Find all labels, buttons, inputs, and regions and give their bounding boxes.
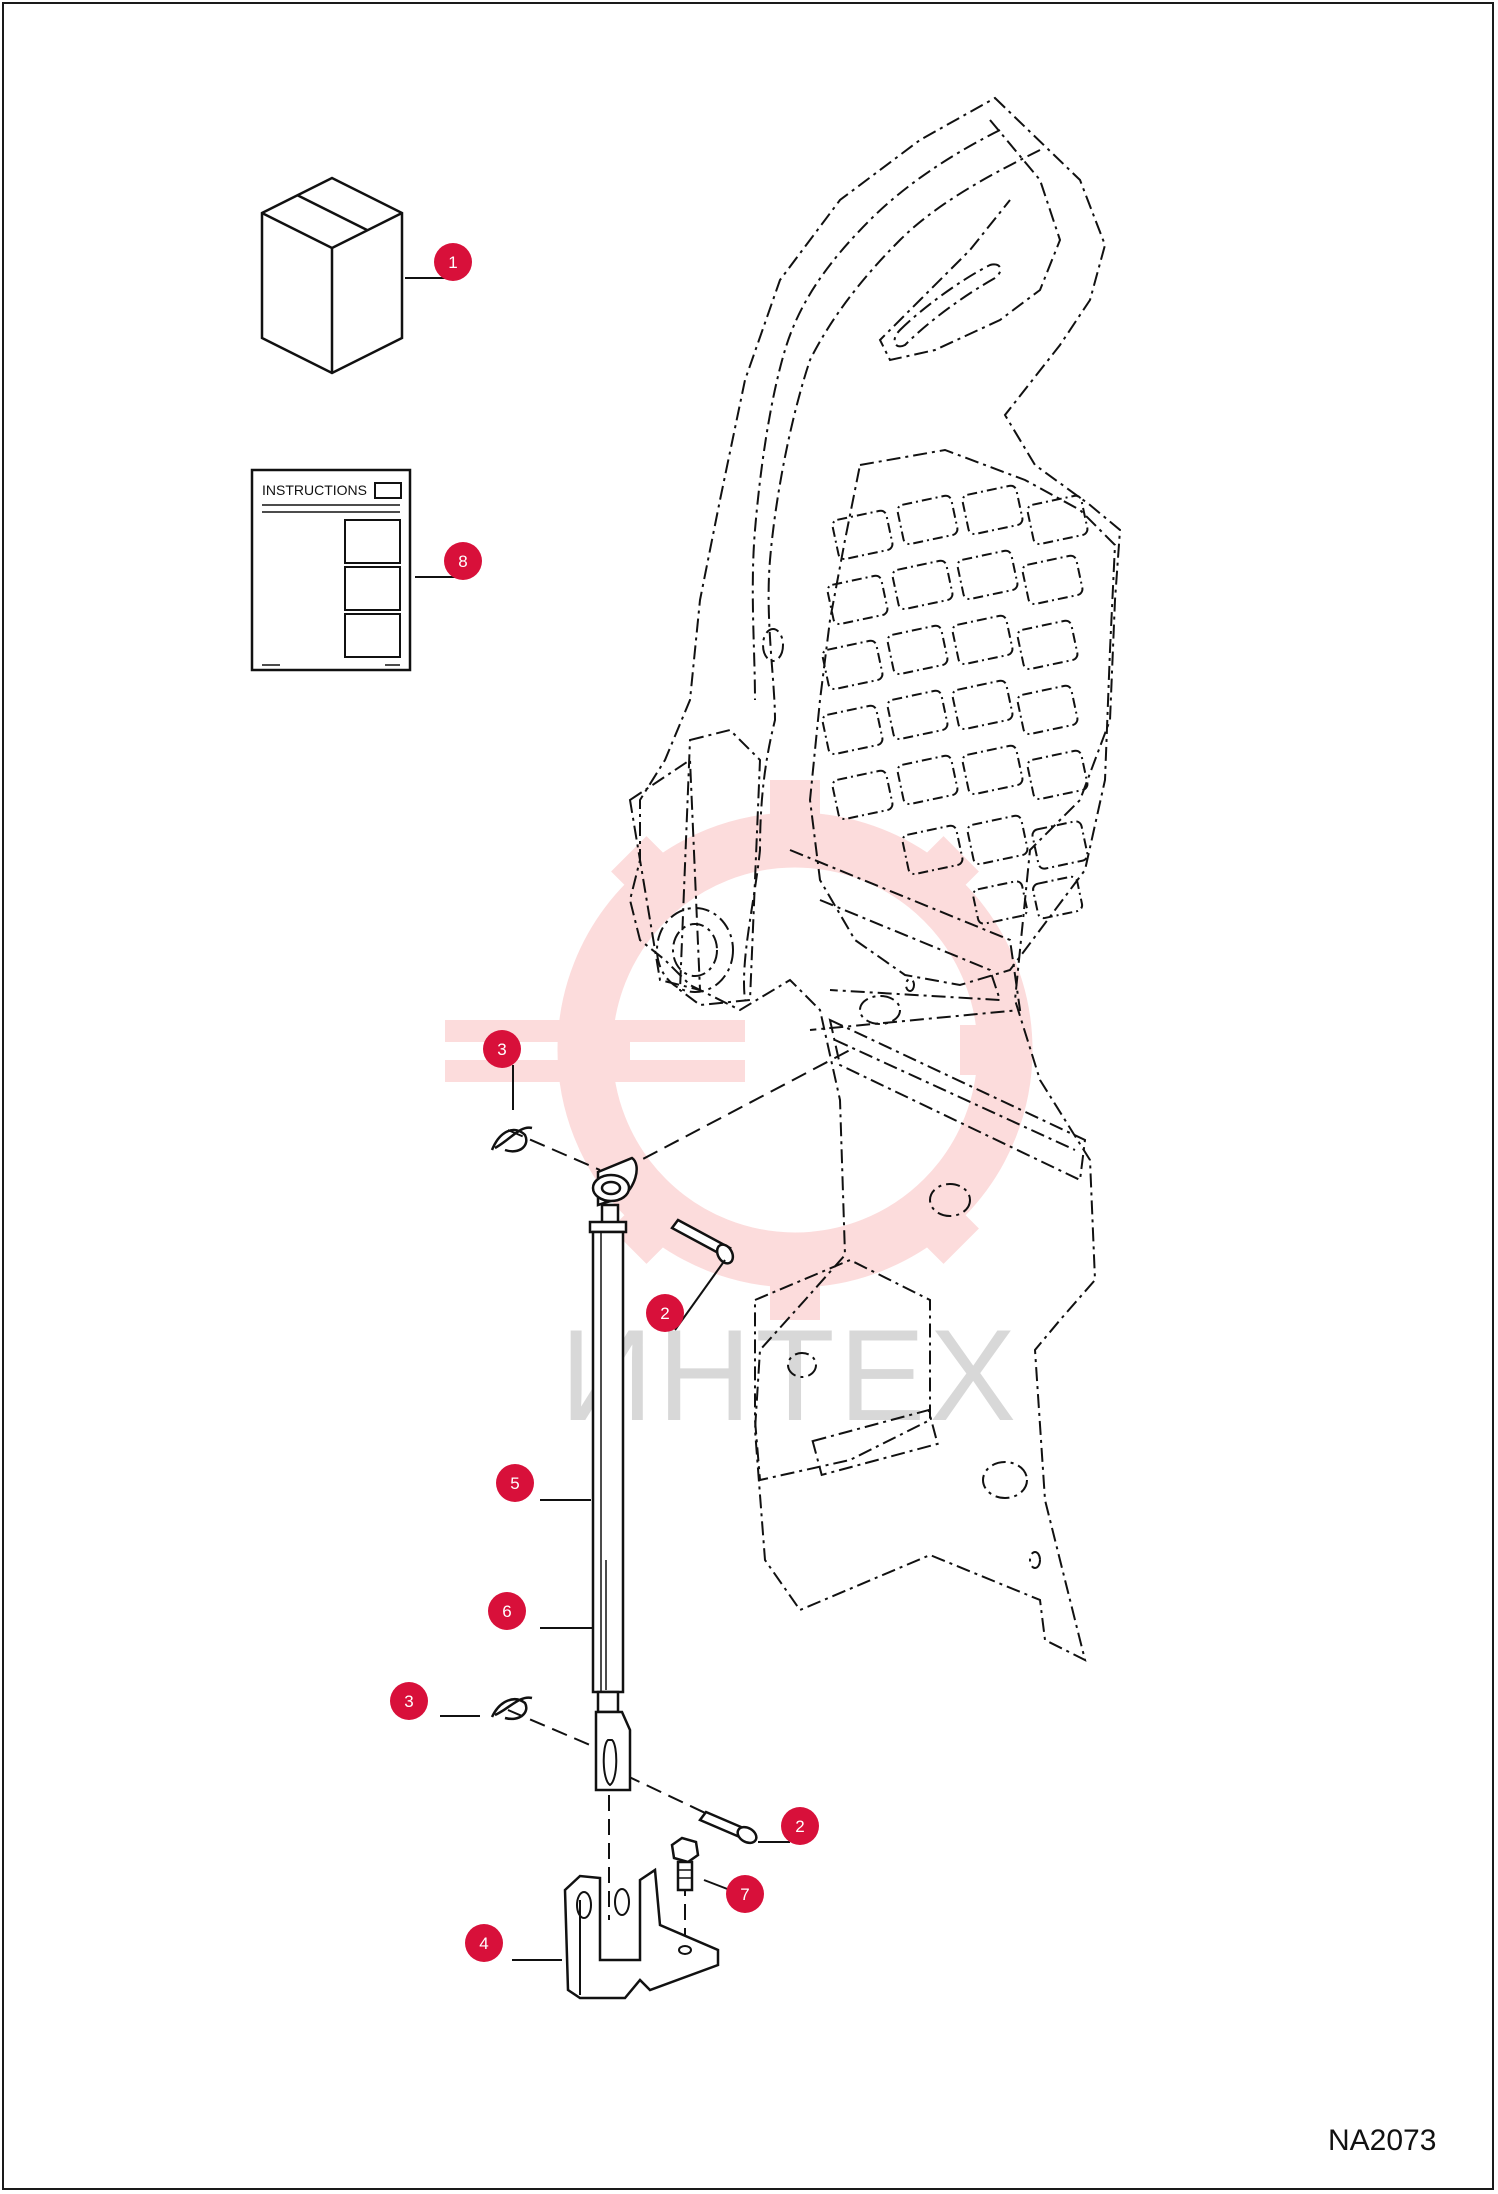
callout-6[interactable]: 6	[488, 1592, 526, 1630]
callout-2-lower[interactable]: 2	[781, 1807, 819, 1845]
callout-3-lower[interactable]: 3	[390, 1682, 428, 1720]
svg-text:7: 7	[740, 1885, 749, 1904]
callout-4[interactable]: 4	[465, 1924, 503, 1962]
svg-text:1: 1	[448, 253, 457, 272]
hair-pin-upper	[490, 1126, 533, 1153]
callout-8[interactable]: 8	[444, 542, 482, 580]
kit-box	[260, 176, 404, 375]
watermark-text: ИНТЕХ	[560, 1302, 1020, 1448]
svg-text:3: 3	[497, 1040, 506, 1059]
callout-markers: 1 8 3 2 5 6 3 2	[390, 243, 819, 1962]
instructions-label: INSTRUCTIONS	[262, 482, 367, 498]
callout-5[interactable]: 5	[496, 1464, 534, 1502]
gas-strut	[588, 1156, 638, 1792]
callout-1[interactable]: 1	[434, 243, 472, 281]
svg-text:6: 6	[502, 1602, 511, 1621]
svg-text:2: 2	[795, 1817, 804, 1836]
pin-lower	[698, 1810, 758, 1845]
leader-lines	[405, 277, 790, 1961]
bolt	[670, 1836, 700, 1892]
svg-text:2: 2	[660, 1304, 669, 1323]
svg-text:5: 5	[510, 1474, 519, 1493]
callout-3-upper[interactable]: 3	[483, 1030, 521, 1068]
callout-2-upper[interactable]: 2	[646, 1294, 684, 1332]
callout-7[interactable]: 7	[726, 1875, 764, 1913]
watermark-logo	[445, 780, 1033, 1320]
svg-text:4: 4	[479, 1934, 488, 1953]
mounting-bracket	[563, 1867, 720, 2000]
hair-pin-lower	[490, 1696, 533, 1721]
figure-id: NA2073	[1328, 2124, 1436, 2157]
loader-frame-outline	[628, 96, 1122, 1662]
svg-text:3: 3	[404, 1692, 413, 1711]
svg-text:8: 8	[458, 552, 467, 571]
instructions-sheet: INSTRUCTIONS	[250, 468, 412, 672]
pin-upper	[670, 1218, 735, 1265]
